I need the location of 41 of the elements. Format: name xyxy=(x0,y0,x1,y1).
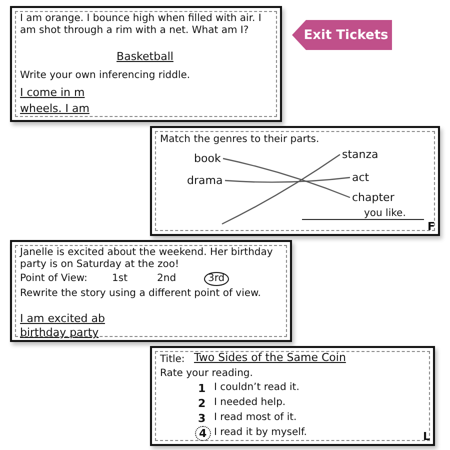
riddle-text: I am orange. I bounce high when filled with air. I am shot through a rim with a net. What am I? xyxy=(20,13,262,37)
answer-line: Basketball xyxy=(116,50,174,64)
matching-line xyxy=(224,176,350,183)
genre-word: act xyxy=(352,171,370,184)
genre-word: drama xyxy=(187,174,223,188)
rating-text: I couldn’t read it. xyxy=(214,382,300,394)
handwritten-title: Two Sides of the Same Coin xyxy=(194,351,347,364)
prompt-text: Write your own inferencing riddle. xyxy=(20,70,190,82)
prompt-text: you like. xyxy=(364,208,406,220)
genre-word: book xyxy=(194,152,221,166)
genre-word: stanza xyxy=(342,148,378,162)
prompt-text: Match the genres to their parts. xyxy=(160,134,320,146)
rating-text: I read it by myself. xyxy=(214,427,307,439)
prompt-text: Rate your reading. xyxy=(160,368,253,380)
field-label: Title: xyxy=(160,354,185,366)
option-text: 1st xyxy=(112,273,128,285)
corner-letter: L xyxy=(422,430,430,443)
matching-line xyxy=(222,154,340,225)
genre-word: chapter xyxy=(352,191,394,204)
handwritten-text: I come in m xyxy=(20,86,85,100)
handwritten-text: birthday party xyxy=(20,326,99,340)
ticket-card xyxy=(150,346,435,446)
rating-number: 1 xyxy=(198,382,206,396)
rating-text: I read most of it. xyxy=(214,412,297,424)
prompt-text: Rewrite the story using a different point of view. xyxy=(20,288,262,300)
ticket-card xyxy=(10,6,282,122)
option-text: 2nd xyxy=(157,273,176,285)
ticket-card xyxy=(10,240,292,342)
option-text: 3rd xyxy=(204,272,229,286)
rating-text: I needed help. xyxy=(214,397,286,409)
matching-line xyxy=(222,158,350,198)
field-label: Point of View: xyxy=(20,273,88,285)
handwritten-text: wheels. I am xyxy=(20,102,90,116)
rating-number: 4 xyxy=(195,426,211,442)
corner-letter: F xyxy=(427,220,435,233)
title-tag: Exit Tickets xyxy=(292,20,392,50)
handwritten-text: I am excited ab xyxy=(20,312,105,326)
rating-number: 3 xyxy=(198,412,206,426)
story-text: Janelle is excited about the weekend. Her birthday party is on Saturday at the zoo! xyxy=(20,247,274,271)
ticket-card xyxy=(150,126,440,236)
rating-number: 2 xyxy=(198,397,206,410)
